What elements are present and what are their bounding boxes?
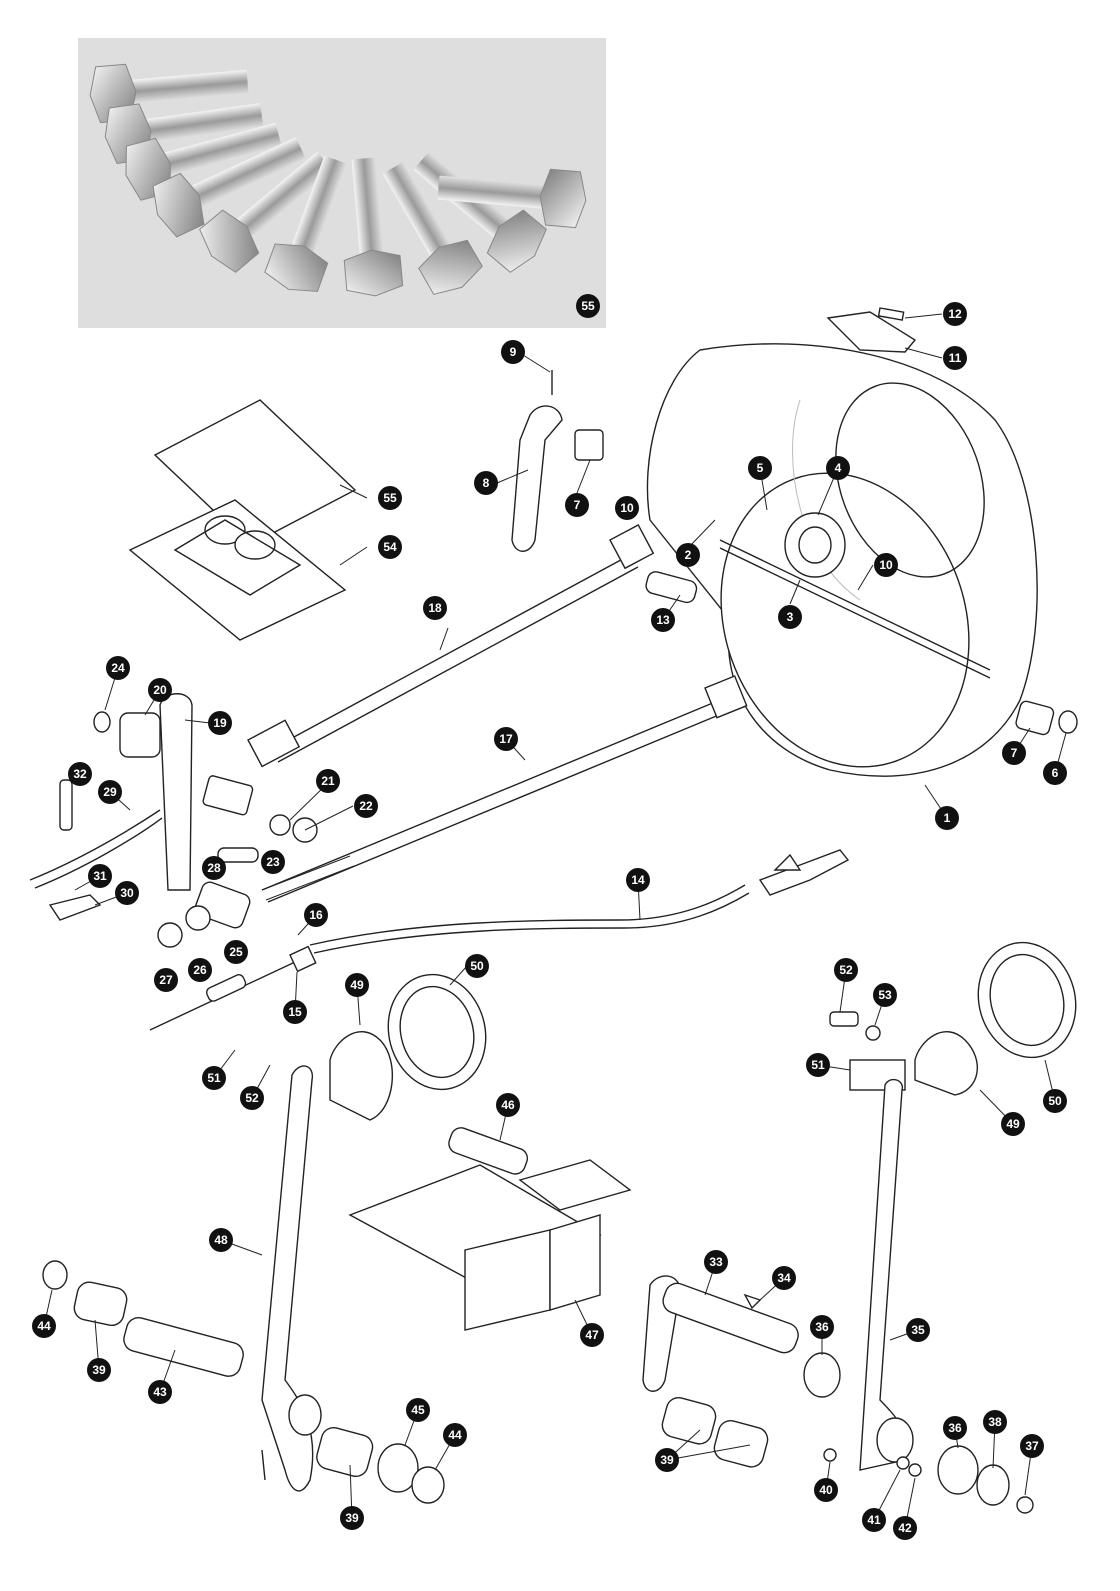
part-number-26: 26 [188,958,212,982]
part-number-36: 36 [943,1416,967,1440]
part-number-44: 44 [32,1314,56,1338]
part-number-7: 7 [1002,741,1026,765]
part-number-35: 35 [906,1318,930,1342]
part-number-50: 50 [1043,1089,1067,1113]
cover-plate [826,311,917,353]
part-number-33: 33 [704,1250,728,1274]
washer [1058,710,1078,734]
part-number-24: 24 [106,656,130,680]
pedal-boss [876,1417,914,1463]
part-number-15: 15 [283,1000,307,1024]
part-number-34: 34 [772,1266,796,1290]
screw [877,307,905,321]
bell-housing [646,343,1038,777]
pedal-pad-right [829,941,1077,1096]
part-number-4: 4 [826,456,850,480]
part-number-38: 38 [983,1410,1007,1434]
part-number-18: 18 [423,596,447,620]
part-number-42: 42 [893,1516,917,1540]
part-number-55: 55 [378,486,402,510]
part-number-10: 10 [874,553,898,577]
clevis-pin [645,571,698,604]
part-number-51: 51 [806,1053,830,1077]
release-bearing [784,512,846,578]
pedal-boss [288,1394,322,1436]
part-number-52: 52 [240,1086,264,1110]
bolts [89,63,587,297]
part-number-51: 51 [202,1066,226,1090]
part-number-54: 54 [378,535,402,559]
bolt [829,1011,859,1027]
lever-assembly [29,693,318,948]
part-number-32: 32 [68,762,92,786]
part-number-8: 8 [474,471,498,495]
clutch-cable [149,849,850,1031]
rod-upper [247,524,655,768]
part-number-49: 49 [1001,1112,1025,1136]
part-number-31: 31 [88,864,112,888]
part-number-7: 7 [565,493,589,517]
part-number-22: 22 [354,794,378,818]
part-number-12: 12 [943,302,967,326]
bush [574,429,604,461]
gaiter-plate [128,399,357,641]
lever [511,405,563,552]
part-number-5: 5 [748,456,772,480]
part-number-6: 6 [1043,761,1067,785]
part-number-39: 39 [87,1358,111,1382]
part-number-45: 45 [406,1398,430,1422]
part-number-10: 10 [615,496,639,520]
part-number-25: 25 [224,940,248,964]
part-number-1: 1 [935,806,959,830]
rod-lower [261,675,748,903]
part-number-39: 39 [655,1448,679,1472]
right-shaft-parts [642,1275,1034,1514]
part-number-49: 49 [345,973,369,997]
part-number-3: 3 [778,605,802,629]
part-number-48: 48 [209,1228,233,1252]
bolt-set-photo [78,38,606,328]
part-number-9: 9 [501,340,525,364]
bolt-set-image [89,63,587,297]
part-number-37: 37 [1020,1434,1044,1458]
pedal-arm-right [859,1078,909,1471]
part-number-19: 19 [208,711,232,735]
part-number-40: 40 [814,1478,838,1502]
part-number-30: 30 [115,881,139,905]
part-number-17: 17 [494,727,518,751]
pedal-pad-left [329,973,487,1121]
part-number-44: 44 [443,1423,467,1447]
part-number-50: 50 [465,954,489,978]
part-number-28: 28 [202,856,226,880]
part-number-21: 21 [316,769,340,793]
leader-lines [43,313,1067,1529]
part-number-2: 2 [676,543,700,567]
part-number-55-photo: 55 [576,294,600,318]
part-number-36: 36 [810,1315,834,1339]
bush [1015,700,1055,736]
part-number-53: 53 [873,983,897,1007]
part-number-13: 13 [651,608,675,632]
part-number-23: 23 [261,850,285,874]
part-number-39: 39 [340,1506,364,1530]
part-number-43: 43 [148,1380,172,1404]
part-number-27: 27 [154,968,178,992]
part-number-29: 29 [98,780,122,804]
part-number-20: 20 [148,678,172,702]
part-number-52: 52 [834,958,858,982]
part-number-11: 11 [943,346,967,370]
washer [865,1025,881,1041]
part-number-14: 14 [626,868,650,892]
pedal-box [348,1127,632,1331]
part-number-47: 47 [580,1323,604,1347]
part-number-46: 46 [496,1093,520,1117]
part-number-41: 41 [862,1508,886,1532]
left-shaft-parts [42,1260,445,1504]
part-number-16: 16 [304,903,328,927]
